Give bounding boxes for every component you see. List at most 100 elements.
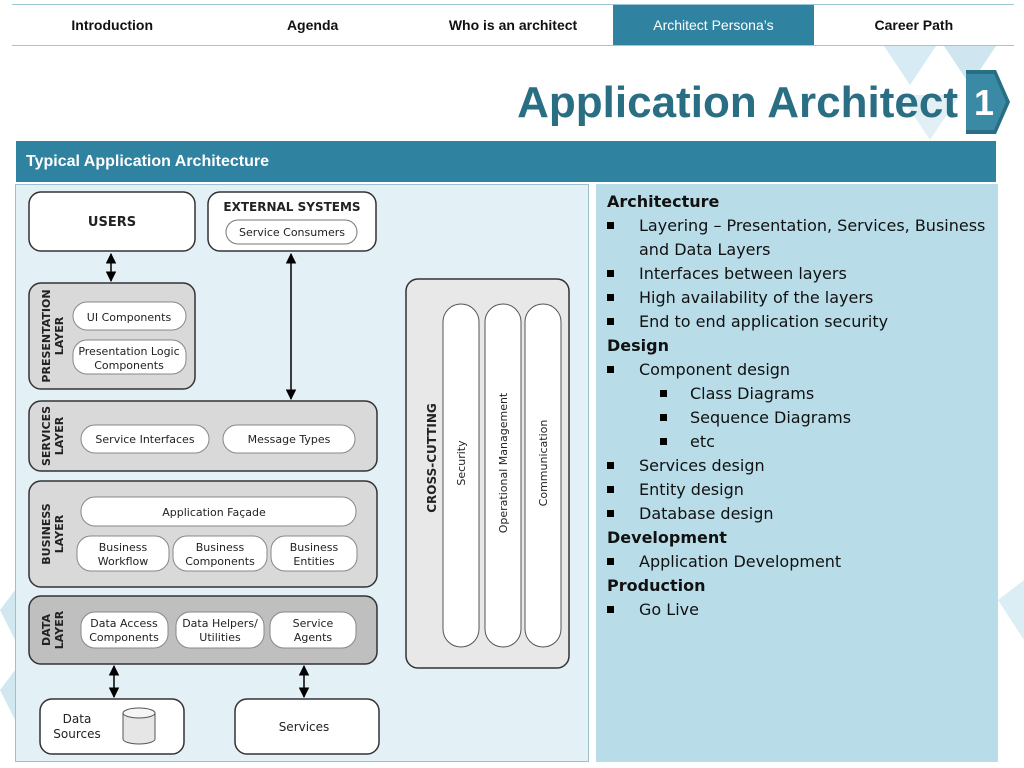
content-heading: Development [607, 528, 727, 547]
cross-cutting-box: CROSS-CUTTING Security Operational Manag… [405, 278, 570, 669]
business-components-label-1: Business [196, 541, 245, 554]
list-item-text: Sequence Diagrams [690, 408, 852, 427]
list-item: Application Development [607, 550, 992, 574]
bullet-icon [607, 486, 614, 493]
bullet-icon [607, 510, 614, 517]
tab-agenda[interactable]: Agenda [286, 17, 339, 33]
list-item-text: Entity design [639, 480, 744, 499]
services-layer-title-2: LAYER [53, 416, 66, 455]
service-consumers-label: Service Consumers [239, 226, 345, 239]
message-types-label: Message Types [248, 433, 331, 446]
presentation-logic-label-1: Presentation Logic [78, 345, 179, 358]
list-item-text: Layering – Presentation, Services, Busin… [639, 216, 986, 259]
bullet-icon [660, 438, 667, 445]
bullet-icon [607, 318, 614, 325]
bullet-icon [607, 462, 614, 469]
list-subitem: Sequence Diagrams [607, 406, 992, 430]
list-item-text: End to end application security [639, 312, 889, 331]
list-subitem: etc [607, 430, 992, 454]
page-title: Application Architect [517, 78, 958, 127]
list-item: Services design [607, 454, 992, 478]
data-sources-box: Data Sources [39, 698, 185, 755]
bullet-icon [607, 366, 614, 373]
badge-number: 1 [974, 82, 994, 123]
service-interfaces-label: Service Interfaces [95, 433, 194, 446]
list-item-text: Database design [639, 504, 774, 523]
database-icon [122, 707, 156, 745]
data-sources-label-1: Data [63, 712, 92, 726]
content-heading: Design [607, 336, 669, 355]
presentation-layer-title-1: PRESENTATION [40, 289, 53, 382]
list-item-text: Go Live [639, 600, 699, 619]
tab-career-path[interactable]: Career Path [874, 17, 954, 33]
bullet-icon [660, 414, 667, 421]
communication-label: Communication [537, 420, 550, 507]
list-item: End to end application security [607, 310, 992, 334]
presentation-layer-title-2: LAYER [53, 316, 66, 355]
list-item: Layering – Presentation, Services, Busin… [607, 214, 992, 262]
data-helpers-label-1: Data Helpers/ [182, 617, 258, 630]
tab-architect-personas[interactable]: Architect Persona’s [613, 5, 814, 45]
data-layer-title-1: DATA [40, 614, 53, 646]
data-access-label-1: Data Access [90, 617, 158, 630]
application-facade-label: Application Façade [162, 506, 266, 519]
external-systems-label: EXTERNAL SYSTEMS [223, 200, 360, 214]
operational-management-label: Operational Management [497, 392, 510, 533]
list-item: Interfaces between layers [607, 262, 992, 286]
data-access-label-2: Components [89, 631, 159, 644]
list-item: Database design [607, 502, 992, 526]
data-helpers-label-2: Utilities [199, 631, 241, 644]
list-item-text: Services design [639, 456, 765, 475]
list-subitem: Class Diagrams [607, 382, 992, 406]
content-heading: Production [607, 576, 706, 595]
users-label: USERS [88, 215, 136, 230]
list-item-text: Component design [639, 360, 791, 379]
number-badge: 1 [966, 70, 1010, 134]
business-entities-label-2: Entities [293, 555, 334, 568]
presentation-logic-label-2: Components [94, 359, 164, 372]
list-item-text: Interfaces between layers [639, 264, 847, 283]
list-item: Component design [607, 358, 992, 382]
bullet-icon [607, 606, 614, 613]
service-agents-label-2: Agents [294, 631, 333, 644]
data-layer-title-2: LAYER [53, 610, 66, 649]
tab-introduction[interactable]: Introduction [71, 17, 154, 33]
business-entities-label-1: Business [290, 541, 339, 554]
bullet-icon [607, 222, 614, 229]
services-layer: SERVICES LAYER Service Interfaces Messag… [28, 400, 378, 472]
business-layer-title-1: BUSINESS [40, 503, 53, 564]
data-layer: DATA LAYER Data Access Components Data H… [28, 595, 378, 665]
business-workflow-label-2: Workflow [98, 555, 149, 568]
content-heading: Architecture [607, 192, 720, 211]
top-nav: Introduction Agenda Who is an architect … [12, 4, 1014, 46]
business-layer-title-2: LAYER [53, 514, 66, 553]
architecture-diagram: USERS EXTERNAL SYSTEMS Service Consumers… [28, 191, 570, 755]
data-sources-label-2: Sources [53, 727, 100, 741]
list-item-text: Application Development [639, 552, 842, 571]
business-layer: BUSINESS LAYER Application Façade Busine… [28, 480, 378, 588]
list-item-text: etc [690, 432, 715, 451]
bullet-icon [607, 558, 614, 565]
security-label: Security [455, 440, 468, 486]
list-item-text: High availability of the layers [639, 288, 874, 307]
bullet-icon [660, 390, 667, 397]
ui-components-label: UI Components [87, 311, 172, 324]
list-item-text: Class Diagrams [690, 384, 815, 403]
service-agents-label-1: Service [293, 617, 334, 630]
services-box: Services [234, 698, 380, 755]
presentation-layer: PRESENTATION LAYER UI Components Present… [28, 282, 196, 390]
external-systems-box: EXTERNAL SYSTEMS Service Consumers [207, 191, 377, 252]
section-header: Typical Application Architecture [16, 141, 996, 182]
business-components-label-2: Components [185, 555, 255, 568]
list-item: Entity design [607, 478, 992, 502]
services-layer-title-1: SERVICES [40, 406, 53, 466]
services-label: Services [279, 720, 330, 734]
list-item: Go Live [607, 598, 992, 622]
users-box: USERS [28, 191, 196, 252]
tab-who-is-an-architect[interactable]: Who is an architect [448, 17, 578, 33]
list-item: High availability of the layers [607, 286, 992, 310]
cross-cutting-label: CROSS-CUTTING [425, 403, 439, 513]
content-panel [596, 184, 998, 762]
